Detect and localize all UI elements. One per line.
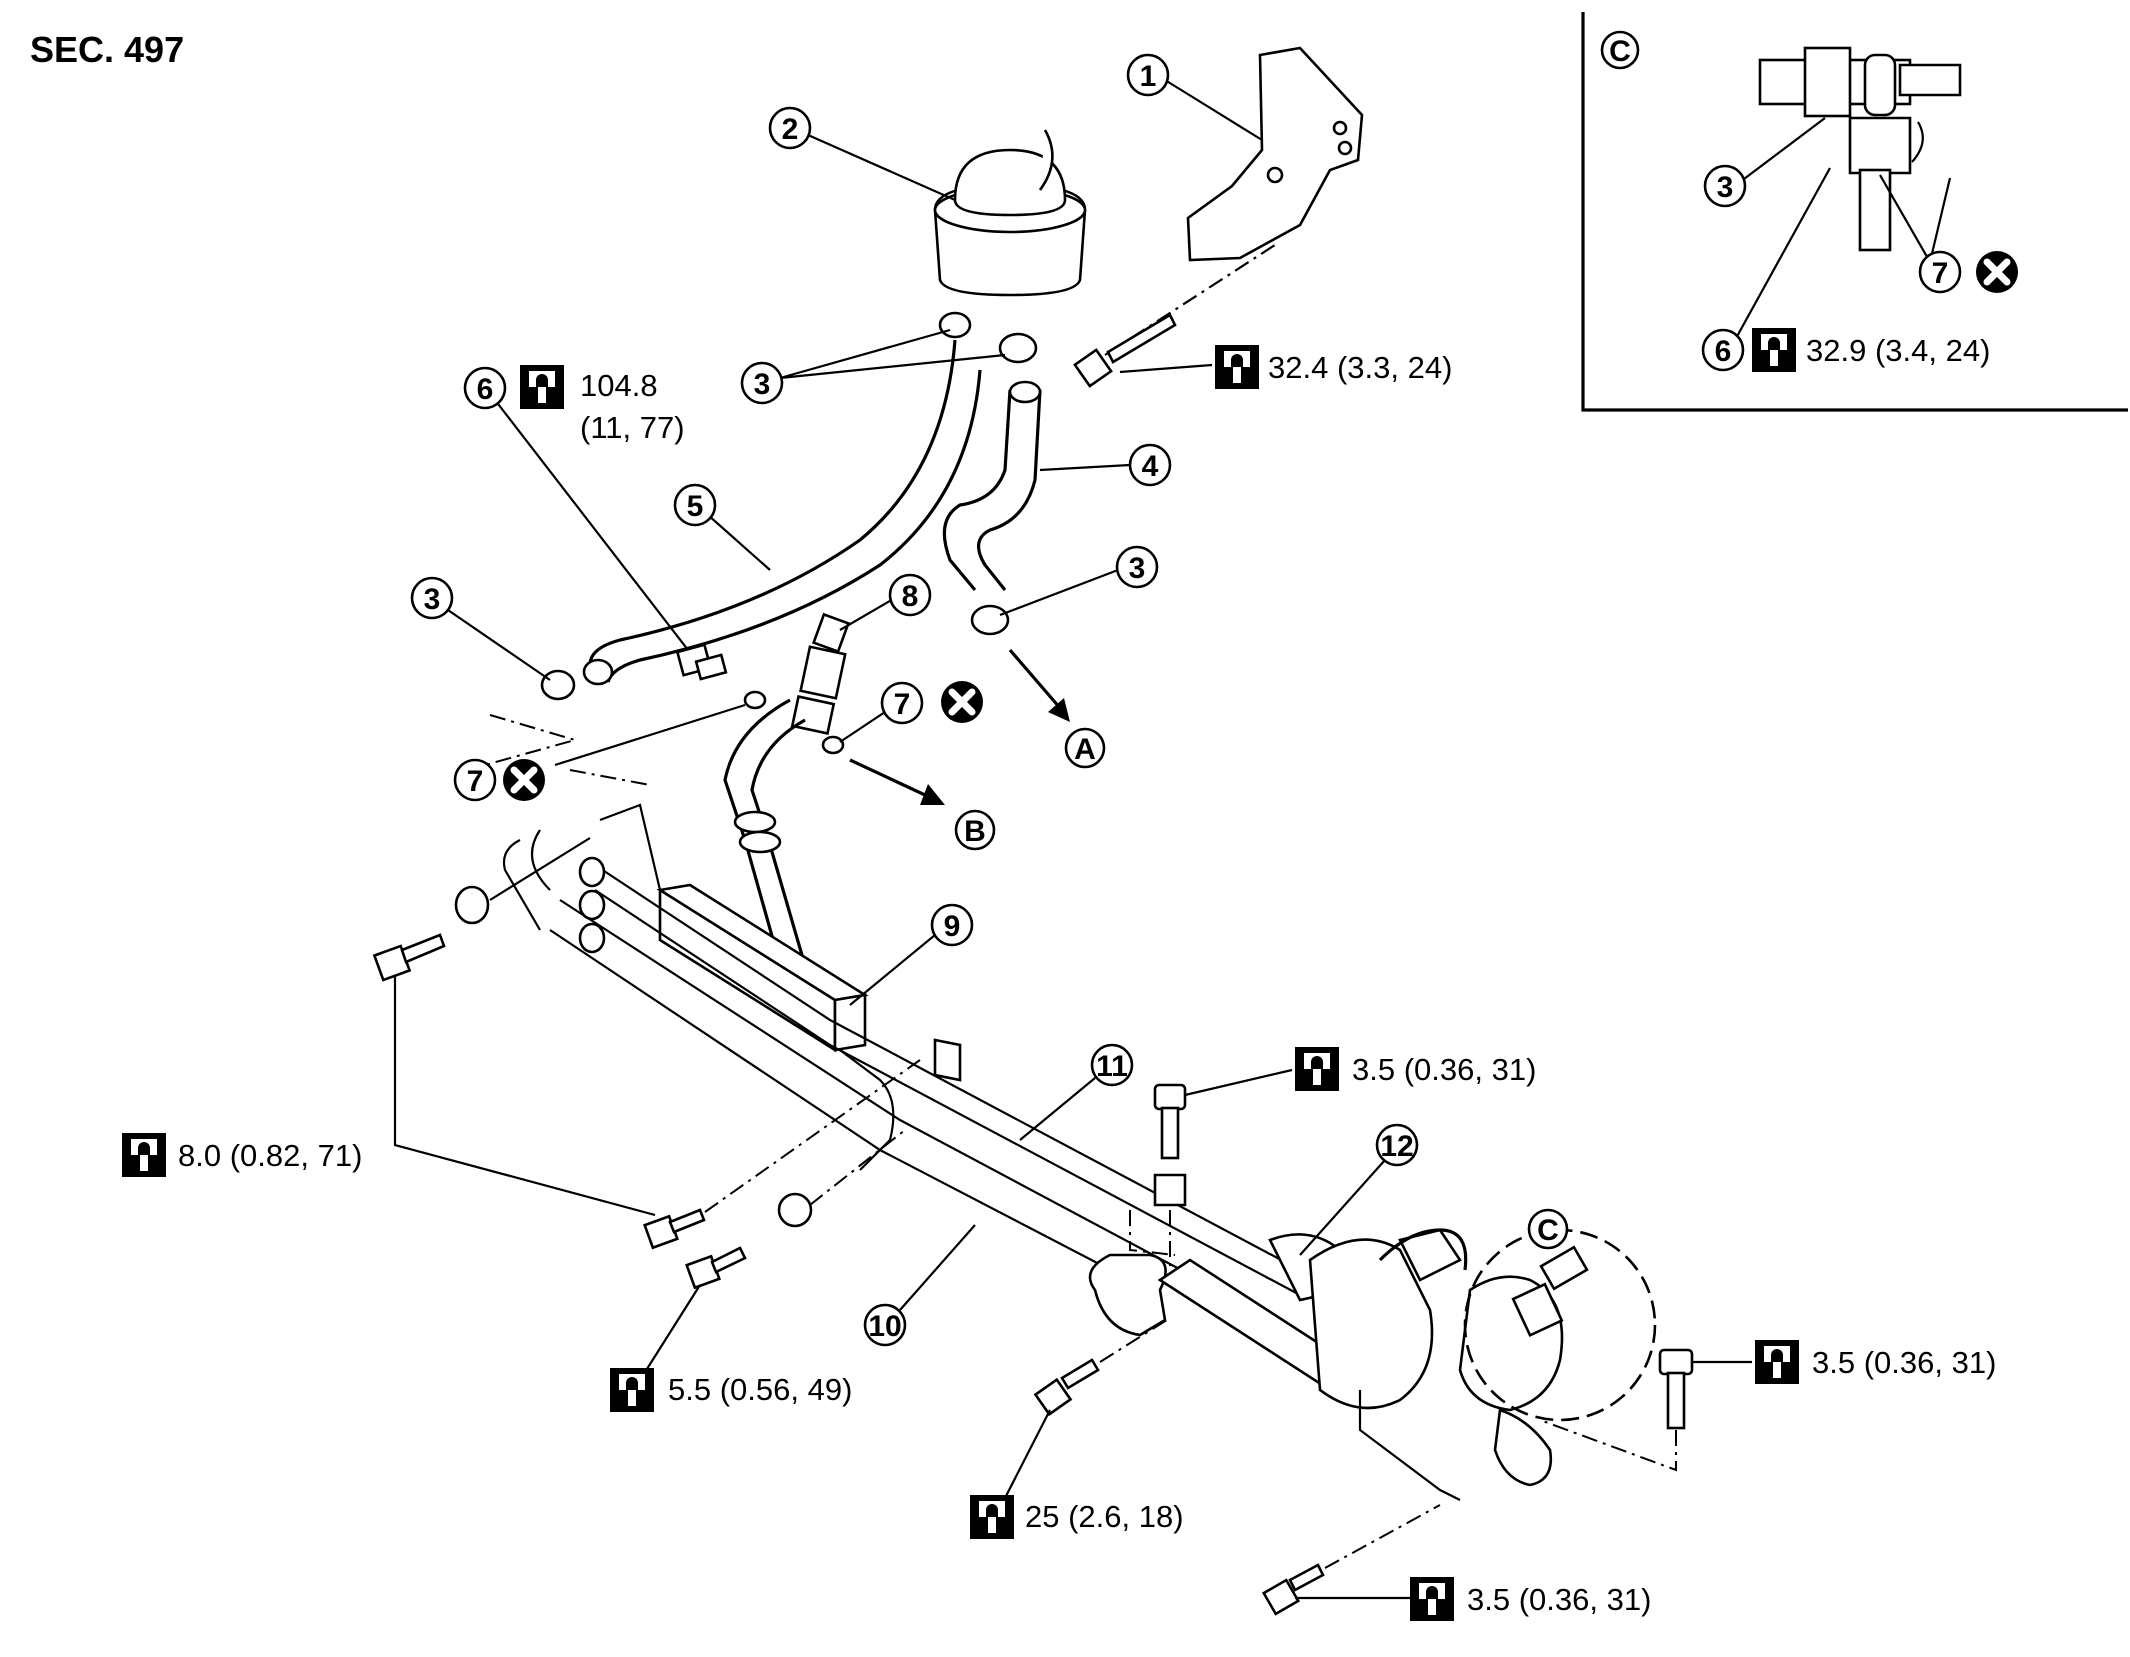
svg-text:12: 12: [1380, 1130, 1413, 1163]
clamp-bolt-top: [1129, 1068, 1293, 1270]
letter-a: A: [1074, 733, 1096, 766]
return-hose: [942, 380, 1042, 592]
oil-cooler: [656, 883, 869, 1053]
gear-mount-bolt: [1004, 1317, 1171, 1499]
torque-wrench-icon: [1752, 328, 1796, 372]
callout-3-right: 3: [970, 545, 1159, 636]
replace-x-icon: [503, 759, 545, 801]
detail-c-pump-fitting: [1511, 1245, 1589, 1338]
svg-text:3: 3: [754, 368, 771, 401]
torque-wrench-icon: [970, 1495, 1014, 1539]
callout-11: 11: [1019, 1043, 1134, 1141]
reservoir-bracket: [1186, 46, 1364, 262]
letter-c-detail: C: [1537, 1214, 1559, 1247]
letter-b: B: [964, 815, 986, 848]
torque-eye-bolt-1: 104.8: [580, 368, 658, 403]
callout-2: 2: [768, 106, 956, 202]
eye-bolt: [675, 643, 728, 681]
torque-wrench-icon: [610, 1368, 654, 1412]
callout-7-inset: 7: [1879, 174, 1962, 294]
callout-7-left: 7: [453, 703, 746, 802]
torque-wrench-icon: [1215, 345, 1259, 389]
torque-bottom: 3.5 (0.36, 31): [1467, 1582, 1651, 1617]
torque-bracket: 32.4 (3.3, 24): [1268, 350, 1452, 385]
torque-clamp-top: 3.5 (0.36, 31): [1352, 1052, 1536, 1087]
svg-text:7: 7: [1932, 257, 1949, 290]
section-title: SEC. 497: [30, 29, 184, 70]
torque-eye-bolt-2: (11, 77): [580, 410, 685, 445]
cooler-tubes: [502, 803, 1301, 1296]
callout-6: 6: [463, 366, 689, 651]
svg-text:7: 7: [894, 688, 911, 721]
svg-text:3: 3: [1717, 171, 1734, 204]
svg-text:5: 5: [687, 490, 704, 523]
torque-wrench-icon: [520, 365, 564, 409]
torque-wrench-icon: [1755, 1340, 1799, 1384]
callout-3-top: 3: [740, 328, 1006, 405]
svg-text:11: 11: [1096, 1050, 1128, 1083]
callout-1: 1: [1126, 53, 1263, 141]
torque-mid: 5.5 (0.56, 49): [668, 1372, 852, 1407]
torque-bottom-mid: 25 (2.6, 18): [1025, 1499, 1184, 1534]
svg-text:3: 3: [1129, 552, 1146, 585]
torque-wrench-icon: [1295, 1047, 1339, 1091]
replace-x-icon: [1976, 251, 2018, 293]
letter-c-inset: C: [1609, 35, 1631, 68]
suction-hose: [582, 339, 982, 686]
callout-5: 5: [673, 483, 771, 571]
steering-gear: [1088, 1228, 1564, 1501]
letter-c-detail-badge: [1527, 1208, 1569, 1250]
bracket-bolt: [1073, 244, 1276, 388]
torque-wrench-icon: [122, 1133, 166, 1177]
callout-7-right: 7: [839, 681, 924, 743]
svg-text:1: 1: [1140, 60, 1157, 93]
callout-3-inset: 3: [1703, 117, 1826, 208]
svg-text:9: 9: [944, 910, 961, 943]
callout-9: 9: [849, 903, 974, 1006]
torque-right: 3.5 (0.36, 31): [1812, 1345, 1996, 1380]
letter-b-badge: [954, 809, 996, 851]
pressure-hose-fitting: [790, 612, 851, 735]
copper-washer: [821, 735, 845, 755]
torque-wrench-icon: [1410, 1577, 1454, 1621]
svg-text:8: 8: [902, 580, 919, 613]
letter-a-badge: [1064, 727, 1106, 769]
arrow-to-a: [1008, 648, 1070, 722]
arrow-to-b: [849, 758, 945, 805]
callout-3-left: 3: [410, 576, 576, 701]
callout-10: 10: [863, 1224, 976, 1347]
letter-c-inset-badge: [1600, 30, 1640, 70]
svg-text:6: 6: [477, 373, 494, 406]
detail-inset-c: [1581, 12, 2128, 412]
callout-8: 8: [839, 573, 932, 631]
reservoir-tank: [933, 129, 1087, 297]
callout-6-inset: 6: [1701, 167, 1831, 372]
copper-washer: [743, 690, 767, 710]
pressure-tube: [723, 698, 817, 1001]
svg-text:3: 3: [424, 583, 441, 616]
torque-inset: 32.9 (3.4, 24): [1806, 333, 1990, 368]
svg-text:4: 4: [1142, 450, 1159, 483]
callout-4: 4: [1039, 443, 1172, 487]
cooler-bracket-bolt-left: [372, 837, 591, 982]
svg-text:6: 6: [1715, 335, 1732, 368]
replace-x-icon: [941, 681, 983, 723]
svg-text:10: 10: [868, 1310, 901, 1343]
svg-text:7: 7: [467, 765, 484, 798]
gear-bolt-right: [1539, 1348, 1752, 1472]
svg-text:2: 2: [782, 113, 799, 146]
cooler-bracket-bolt-lower: [639, 1129, 906, 1381]
gear-bolt-bottom: [1261, 1504, 1441, 1616]
cooler-bracket-bolt-mid: [643, 1059, 921, 1250]
callout-12: 12: [1299, 1123, 1419, 1256]
torque-left: 8.0 (0.82, 71): [178, 1138, 362, 1173]
